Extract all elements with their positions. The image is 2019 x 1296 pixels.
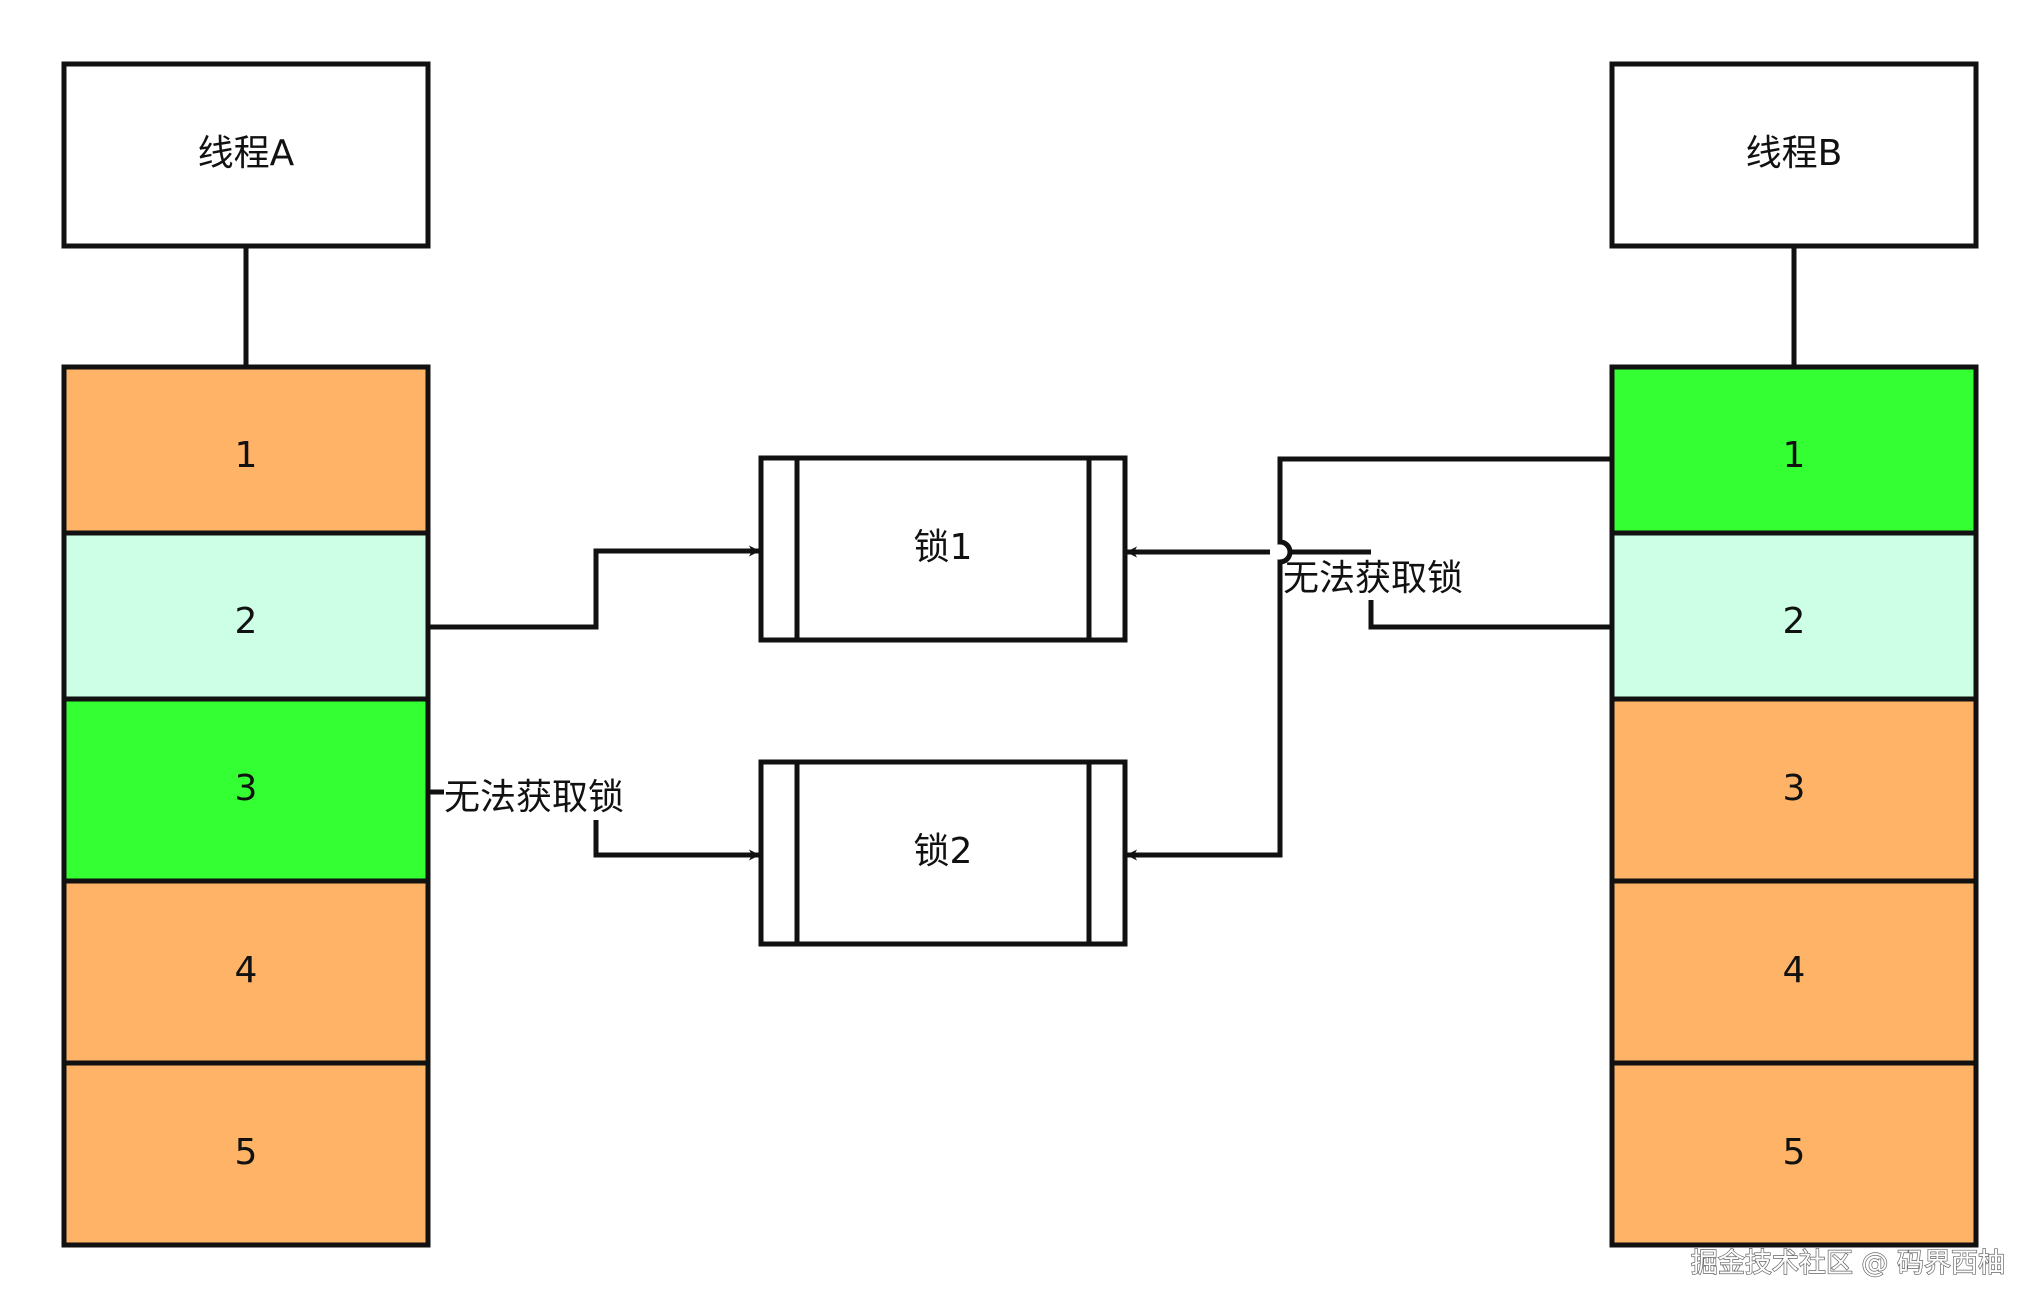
thread-a-header-box	[61, 61, 431, 249]
thread-b-step-5	[1609, 1060, 1979, 1248]
thread-b-step-4-label: 4	[1783, 950, 1806, 991]
lock-1: 锁1	[758, 455, 1128, 643]
watermark: 掘金技术社区 @ 码界西柚	[1691, 1248, 2005, 1279]
thread-a-step-3-label: 3	[235, 768, 258, 809]
edge-b1-to-lock2	[1126, 456, 1612, 861]
thread-b-header-box	[1609, 61, 1979, 249]
thread-a-steps: 1 2 3 4 5	[61, 364, 431, 1248]
thread-a-title: 线程A	[198, 133, 295, 174]
thread-b-step-5-label: 5	[1783, 1132, 1806, 1173]
edge-b2-to-lock1	[1127, 552, 1612, 630]
thread-b: 线程B 1 2 3 4 5	[1609, 61, 1979, 1248]
thread-a-step-5-label: 5	[235, 1132, 258, 1173]
thread-a: 线程A 1 2 3 4 5	[61, 61, 431, 1248]
thread-b-steps: 1 2 3 4 5	[1609, 364, 1979, 1248]
edge-a3-to-lock2	[428, 789, 759, 855]
lock-2-box	[758, 759, 1128, 947]
thread-a-step-1-label: 1	[235, 435, 258, 476]
thread-b-title: 线程B	[1746, 133, 1843, 174]
thread-b-step-2-label: 2	[1783, 601, 1806, 642]
thread-b-step-1-label: 1	[1783, 435, 1806, 476]
thread-a-step-1	[61, 364, 431, 536]
edge-b2-label: 无法获取锁	[1283, 558, 1463, 599]
thread-b-step-4	[1609, 878, 1979, 1066]
edge-a3-label: 无法获取锁	[444, 777, 624, 818]
thread-a-step-4	[61, 878, 431, 1066]
edge-a2-to-lock1	[428, 545, 760, 630]
thread-a-step-5	[61, 1060, 431, 1248]
lock-2-label: 锁2	[914, 831, 973, 872]
thread-b-step-3-label: 3	[1783, 768, 1806, 809]
lock-1-label: 锁1	[914, 527, 973, 568]
lock-2: 锁2	[758, 759, 1128, 947]
thread-a-step-4-label: 4	[235, 950, 258, 991]
thread-a-step-2-label: 2	[235, 601, 258, 642]
